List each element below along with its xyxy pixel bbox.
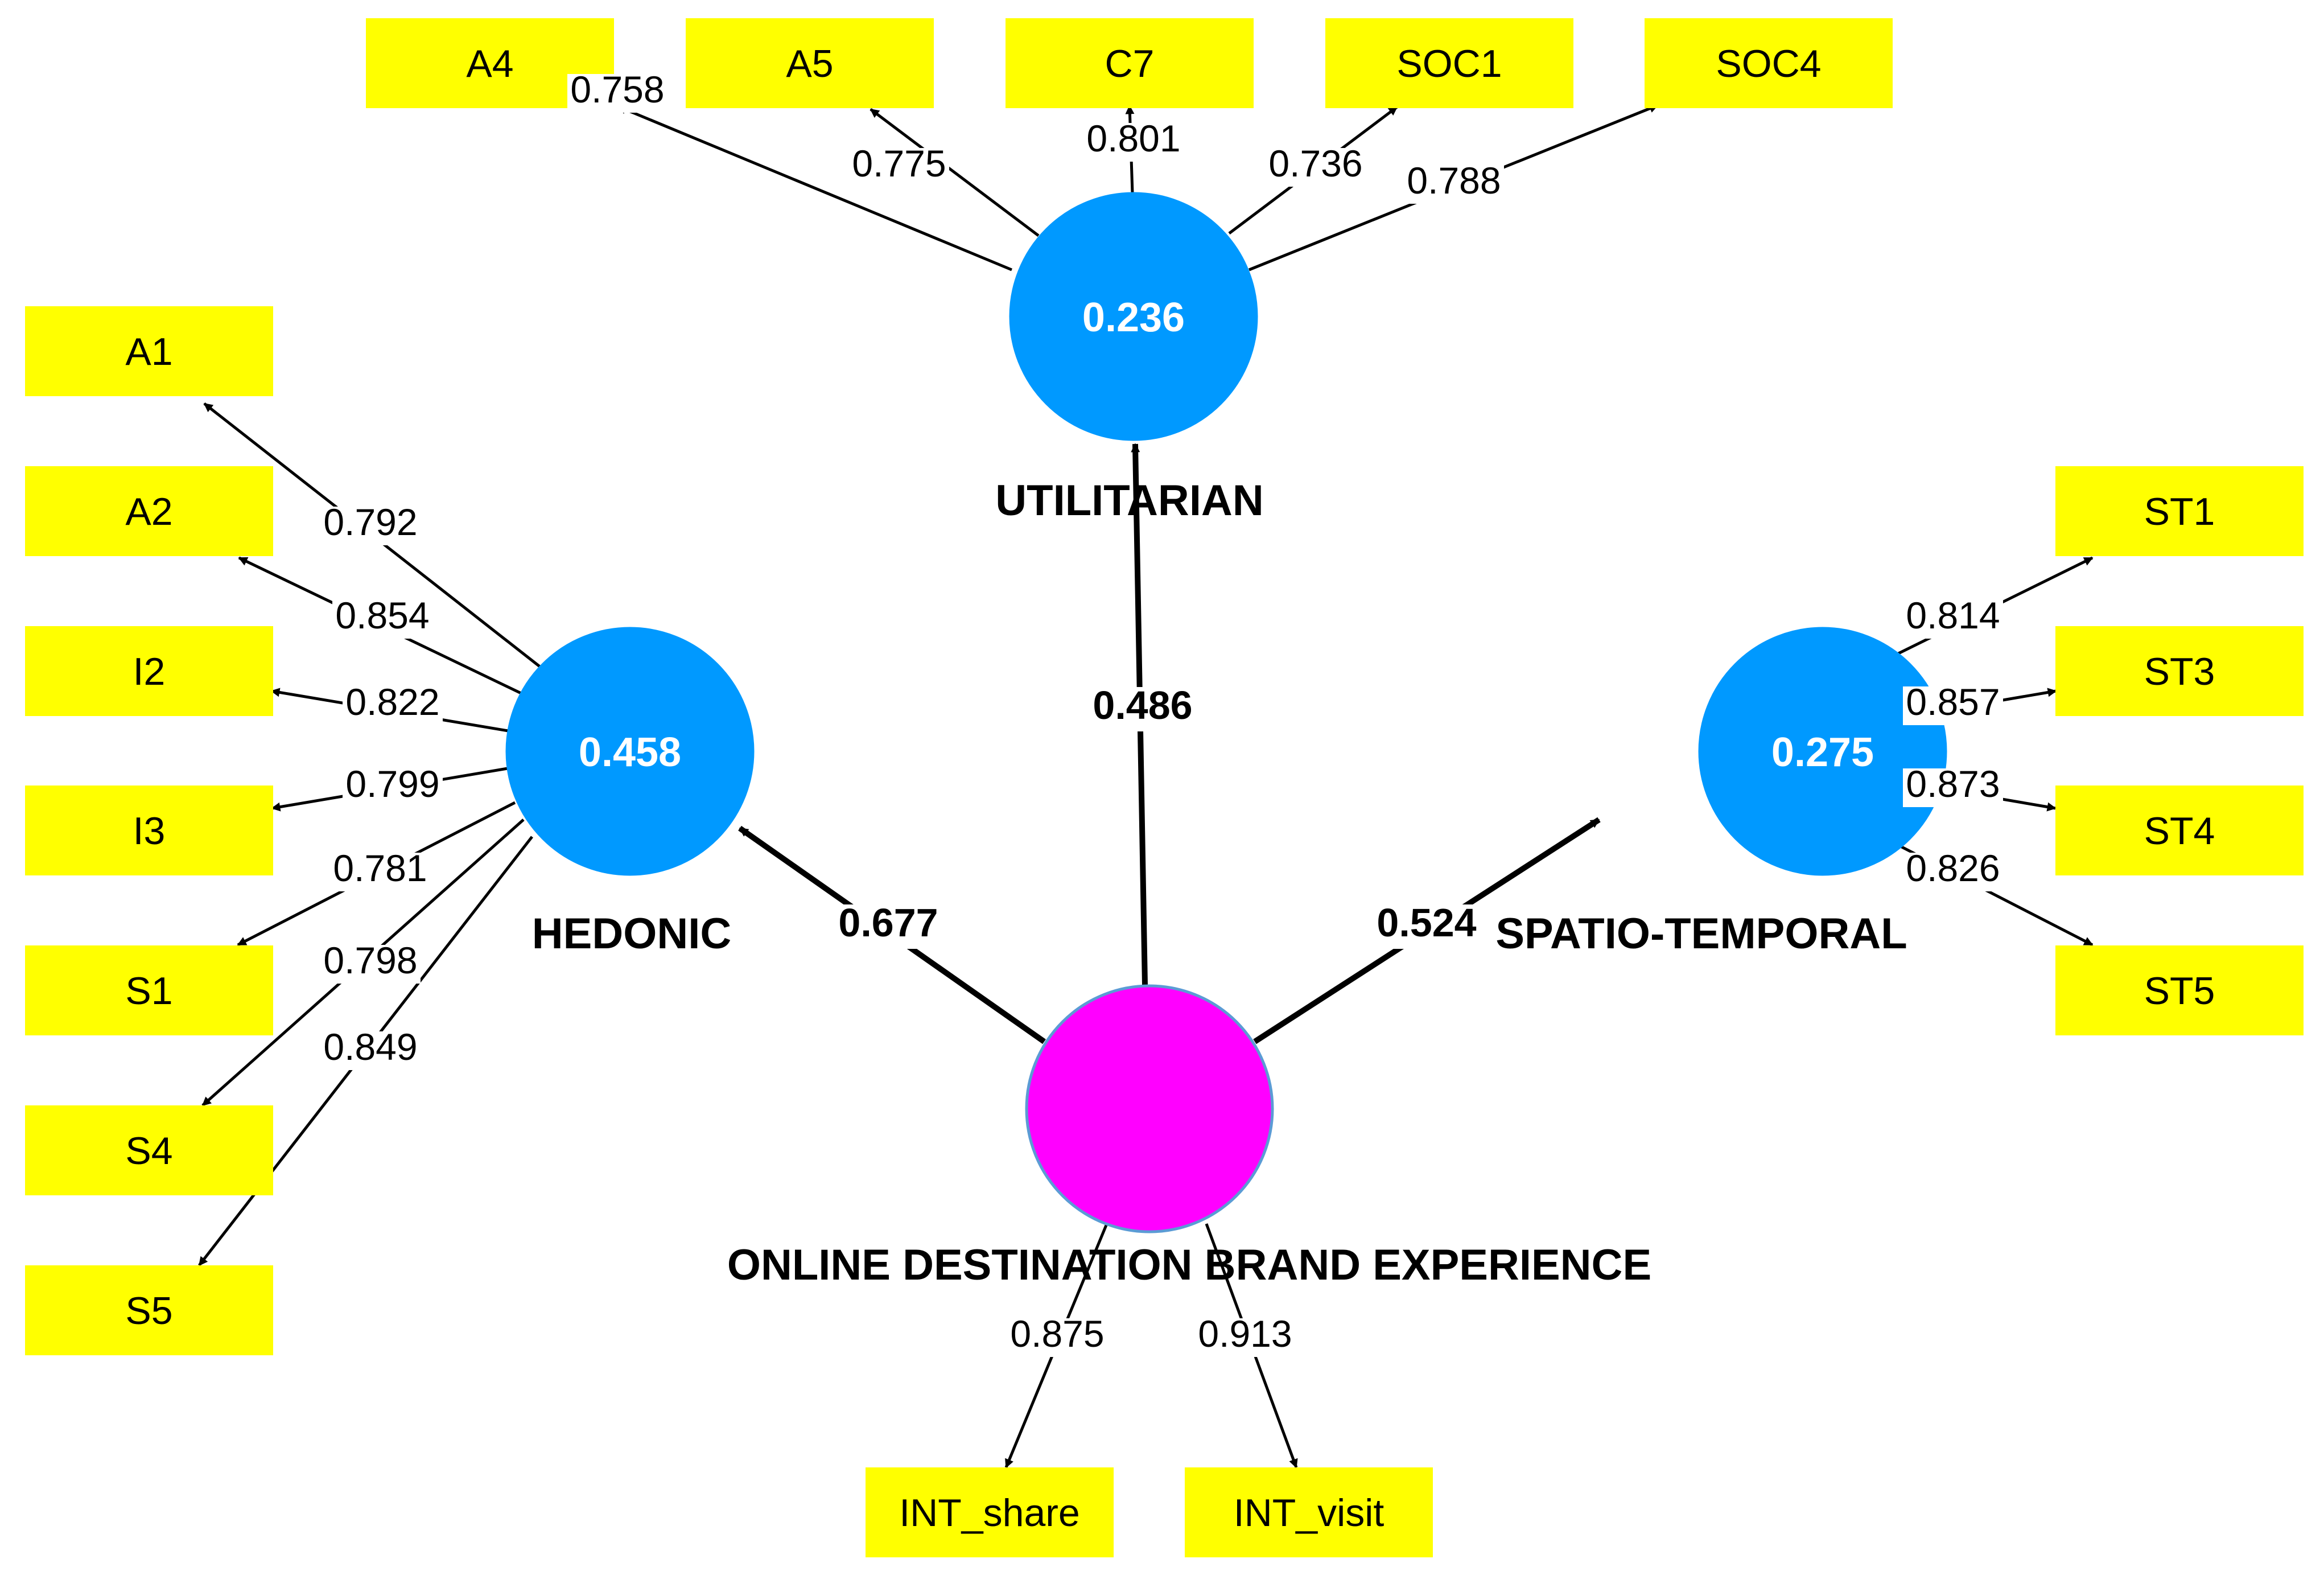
loading-value-s4: 0.798 xyxy=(323,939,417,981)
loading-value-st1: 0.814 xyxy=(1906,594,2000,636)
indicator-box-s5 xyxy=(25,1265,273,1355)
loading-value-soc1: 0.736 xyxy=(1268,142,1362,184)
indicator-box-a2 xyxy=(25,466,273,556)
loading-label-bg-soc4 xyxy=(1404,165,1504,204)
indicator-label-c7: C7 xyxy=(1105,42,1155,85)
loading-label-bg-int-visit xyxy=(1195,1318,1295,1357)
indicator-box-st4 xyxy=(2055,785,2304,875)
path-label-bg-hedonic xyxy=(831,904,945,949)
loading-arrow-a4 xyxy=(617,105,1012,272)
loading-label-bg-int-share xyxy=(1007,1318,1107,1357)
indicator-box-st3 xyxy=(2055,626,2304,716)
indicator-label-st1: ST1 xyxy=(2144,490,2215,533)
loading-value-c7: 0.801 xyxy=(1086,117,1180,159)
construct-circle-hedonic xyxy=(505,627,755,876)
loading-value-a4: 0.758 xyxy=(570,68,664,110)
path-label-bg-utilitarian xyxy=(1086,687,1200,731)
indicator-box-int-visit xyxy=(1185,1467,1433,1557)
path-coef-hedonic: 0.677 xyxy=(838,900,938,945)
loading-value-int-visit: 0.913 xyxy=(1198,1313,1292,1355)
path-coef-spatio: 0.524 xyxy=(1377,900,1476,945)
indicator-box-s1 xyxy=(25,945,273,1035)
construct-name-odbe: ONLINE DESTINATION BRAND EXPERIENCE xyxy=(727,1241,1651,1289)
indicator-box-st1 xyxy=(2055,466,2304,556)
loading-label-bg-i3 xyxy=(343,768,443,807)
path-coef-utilitarian: 0.486 xyxy=(1093,683,1192,727)
loading-label-bg-st3 xyxy=(1903,686,2003,725)
loading-label-bg-st5 xyxy=(1903,853,2003,891)
loading-label-bg-st4 xyxy=(1903,768,2003,807)
construct-name-spatio: SPATIO-TEMPORAL xyxy=(1495,910,1907,958)
path-label-bg-spatio xyxy=(1370,904,1484,949)
indicator-box-i2 xyxy=(25,626,273,716)
loading-value-a1: 0.792 xyxy=(323,501,417,543)
loading-label-bg-i2 xyxy=(343,686,443,725)
indicator-label-st5: ST5 xyxy=(2144,969,2215,1013)
indicator-label-s5: S5 xyxy=(125,1289,172,1333)
indicator-box-s4 xyxy=(25,1105,273,1195)
loading-value-a5: 0.775 xyxy=(852,142,946,184)
indicator-box-soc4 xyxy=(1645,18,1893,108)
indicator-box-c7 xyxy=(1006,18,1254,108)
indicator-label-soc4: SOC4 xyxy=(1716,42,1821,85)
loading-value-i2: 0.822 xyxy=(345,681,439,723)
construct-name-hedonic: HEDONIC xyxy=(532,910,731,958)
indicator-box-a5 xyxy=(686,18,934,108)
indicator-label-soc1: SOC1 xyxy=(1396,42,1502,85)
indicator-label-i3: I3 xyxy=(133,809,166,853)
loading-value-a2: 0.854 xyxy=(335,594,429,636)
construct-name-utilitarian: UTILITARIAN xyxy=(995,476,1263,525)
shape-layer xyxy=(25,18,2304,1557)
loading-value-st5: 0.826 xyxy=(1906,847,2000,889)
indicator-box-int-share xyxy=(866,1467,1114,1557)
loading-label-bg-a4 xyxy=(567,74,667,113)
indicator-label-i2: I2 xyxy=(133,650,166,693)
indicator-label-int-share: INT_share xyxy=(899,1491,1079,1535)
construct-r2-utilitarian: 0.236 xyxy=(1082,295,1185,340)
loading-label-bg-s5 xyxy=(320,1031,421,1070)
indicator-label-s1: S1 xyxy=(125,969,172,1013)
loading-label-bg-st1 xyxy=(1903,600,2003,639)
construct-circle-utilitarian xyxy=(1009,192,1258,441)
loading-value-soc4: 0.788 xyxy=(1407,159,1501,201)
loading-label-bg-a2 xyxy=(332,600,432,639)
indicator-box-st5 xyxy=(2055,945,2304,1035)
indicator-label-a1: A1 xyxy=(125,330,172,373)
construct-circle-spatio xyxy=(1698,627,1947,876)
indicator-label-a2: A2 xyxy=(125,490,172,533)
construct-r2-spatio: 0.275 xyxy=(1771,730,1874,775)
construct-r2-hedonic: 0.458 xyxy=(579,730,681,775)
indicator-box-i3 xyxy=(25,785,273,875)
loading-value-st4: 0.873 xyxy=(1906,763,2000,805)
loading-label-bg-s4 xyxy=(320,945,421,984)
loading-label-bg-a5 xyxy=(849,148,949,187)
loading-value-st3: 0.857 xyxy=(1906,681,2000,723)
loading-label-bg-c7 xyxy=(1083,123,1184,162)
loading-label-bg-a1 xyxy=(320,507,421,545)
indicator-label-int-visit: INT_visit xyxy=(1234,1491,1384,1535)
indicator-label-st3: ST3 xyxy=(2144,650,2215,693)
loading-label-bg-soc1 xyxy=(1266,148,1366,187)
loading-arrow-a5 xyxy=(870,108,1040,237)
indicator-label-a4: A4 xyxy=(466,42,513,85)
construct-circle-odbe xyxy=(1025,984,1274,1233)
loading-label-bg-s1 xyxy=(330,853,430,891)
loading-value-i3: 0.799 xyxy=(345,763,439,805)
indicator-box-soc1 xyxy=(1325,18,1573,108)
indicator-label-st4: ST4 xyxy=(2144,809,2215,853)
indicator-label-a5: A5 xyxy=(786,42,833,85)
indicator-box-a1 xyxy=(25,306,273,396)
loading-value-s5: 0.849 xyxy=(323,1026,417,1068)
label-layer: A4 0.758 A5 0.775 C7 0.801 SOC1 0.736 SOC4 0.788A… xyxy=(125,42,2215,1535)
loading-value-int-share: 0.875 xyxy=(1010,1313,1104,1355)
loading-value-s1: 0.781 xyxy=(333,847,427,889)
indicator-label-s4: S4 xyxy=(125,1129,172,1173)
